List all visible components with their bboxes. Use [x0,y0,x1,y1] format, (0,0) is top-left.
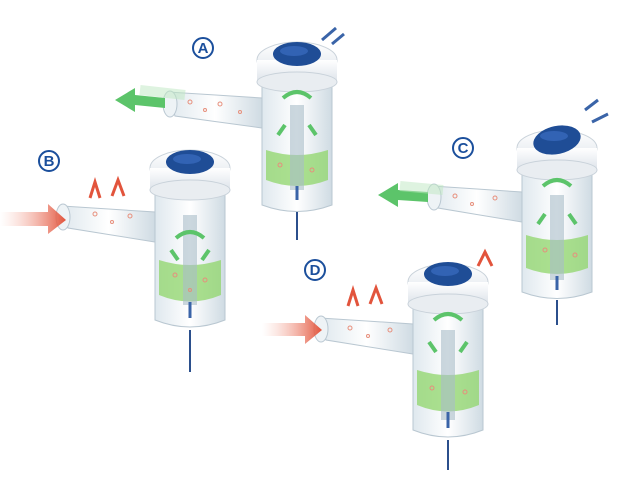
exhale-arrow [115,88,165,112]
exhale-arrow [378,183,428,207]
svg-text:A: A [198,40,209,57]
panel-label-b: B [38,150,60,172]
svg-text:D: D [310,262,321,279]
nebulizer-d [262,248,494,470]
nebulizer-b [0,149,231,372]
nebulizer-a [115,26,345,240]
svg-text:C: C [458,140,469,157]
svg-text:B: B [44,153,55,170]
inhale-arrow [0,204,66,234]
panel-label-d: D [304,259,326,281]
mouthpiece [61,205,156,243]
panel-label-a: A [192,37,214,59]
mouthpiece [431,185,523,223]
panel-label-c: C [452,137,474,159]
nebulizer-c [378,98,609,325]
inhale-arrow [262,315,322,344]
